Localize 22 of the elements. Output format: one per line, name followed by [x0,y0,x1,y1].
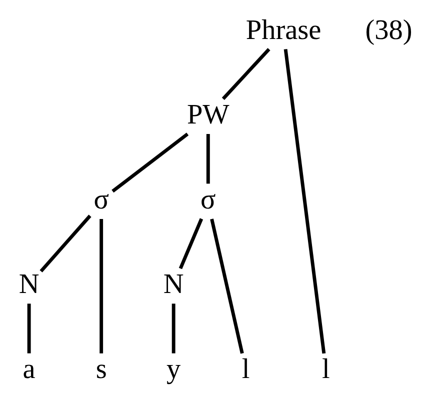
node-text: l [322,354,330,386]
node-text: N [163,269,184,300]
connector [206,134,210,184]
connector [178,218,204,270]
connector [210,218,244,354]
node-text: a [22,354,36,386]
connector [27,304,31,354]
connector [222,48,270,100]
connector [100,219,104,354]
node-text: Phrase [246,14,322,46]
node-text: l [242,354,250,386]
connector [172,304,176,354]
node-text: σ [200,184,216,216]
connector [284,48,326,354]
node-text: y [166,354,181,386]
node-text: σ [94,184,109,216]
node-text: PW [186,100,230,131]
connector [112,132,189,193]
connector [40,214,92,272]
node-text: N [18,269,40,300]
label: (38) [365,14,412,46]
node-text: s [96,354,107,386]
